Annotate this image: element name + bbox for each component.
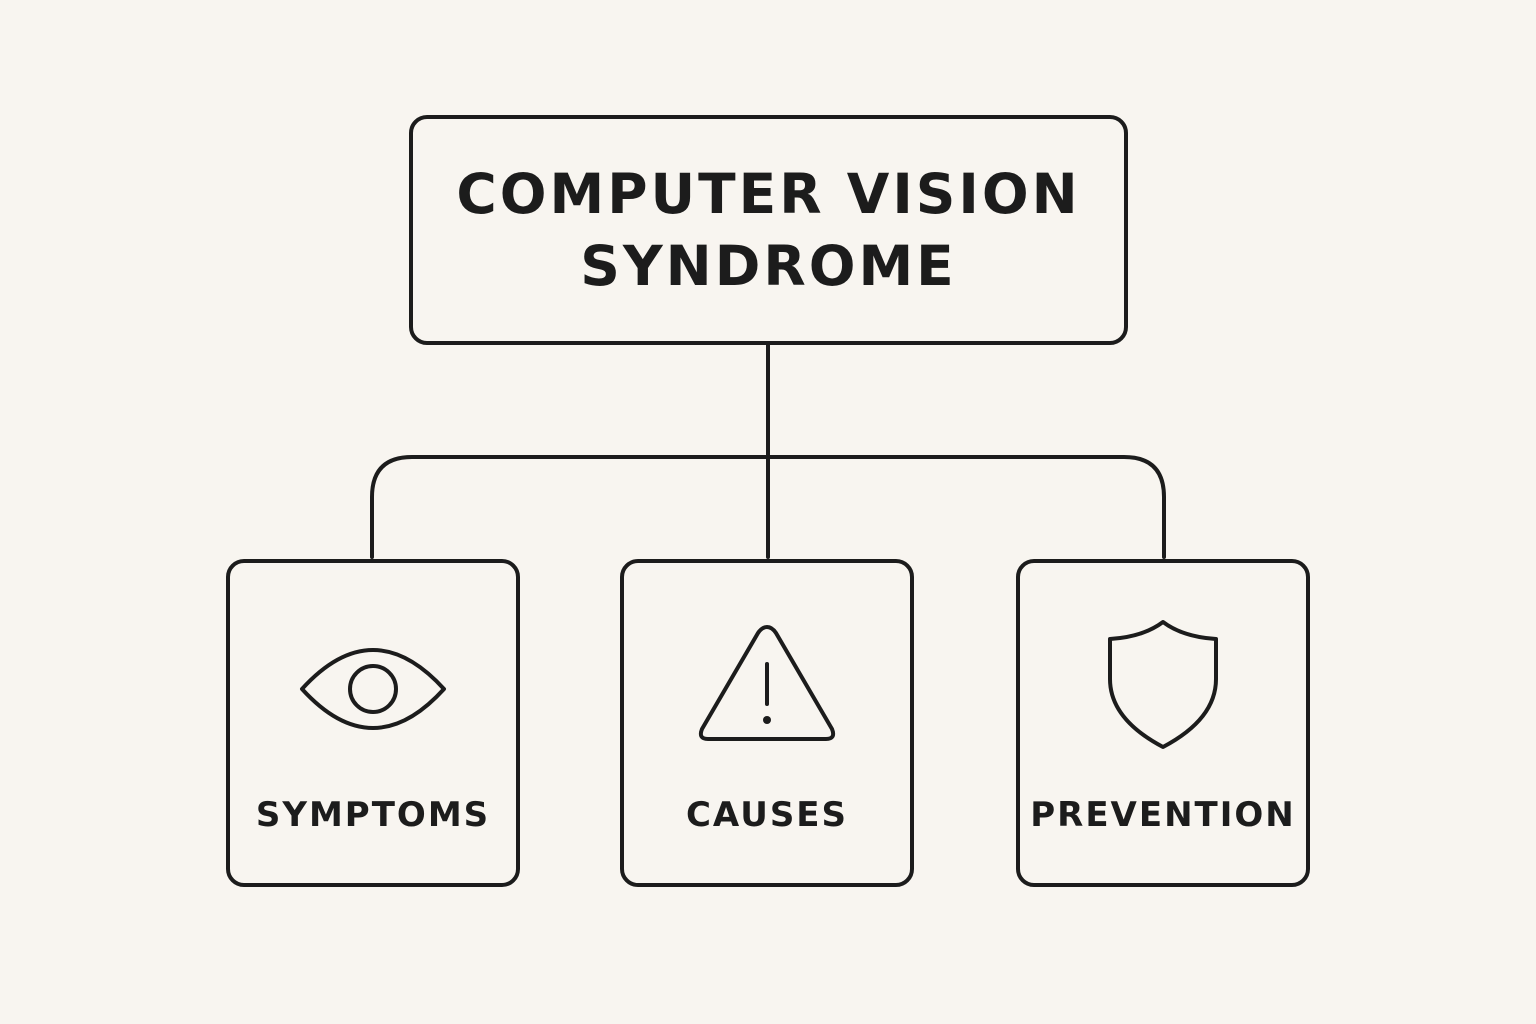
child-label-causes: CAUSES [685,795,849,835]
child-node-symptoms: SYMPTOMS [226,559,520,887]
eye-icon [300,648,446,730]
root-node: COMPUTER VISION SYNDROME [409,115,1128,345]
child-label-prevention: PREVENTION [1030,795,1296,835]
root-title: COMPUTER VISION SYNDROME [456,162,1081,298]
warning-icon [698,625,836,741]
child-node-prevention: PREVENTION [1016,559,1310,887]
connector-horizontal-bus [370,455,1166,559]
child-label-symptoms: SYMPTOMS [255,795,491,835]
shield-icon [1108,620,1218,749]
child-node-causes: CAUSES [620,559,914,887]
